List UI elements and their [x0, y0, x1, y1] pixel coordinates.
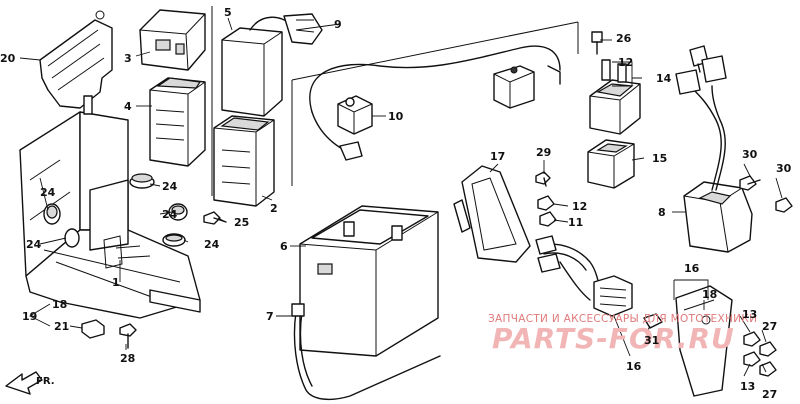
callout-labels: 20 3 4 5 2 9 10 6 7 24 24 24 24 24 25 1 … — [0, 6, 792, 401]
callout-8: 8 — [658, 206, 666, 219]
callout-17: 16 — [684, 262, 700, 275]
callout-22: 20 — [0, 52, 16, 65]
callout-3: 3 — [124, 52, 132, 65]
callout-31: 31 — [644, 334, 659, 347]
direction-label: FR. — [36, 376, 55, 387]
part-29-bolt — [535, 171, 551, 187]
part-1-battery-box-frame — [19, 95, 201, 319]
watermark-subtitle: ЗАПЧАСТИ И АКСЕССУАРЫ ДЛЯ МОТОТЕХНИКИ — [488, 313, 757, 325]
callout-24-d: 24 — [204, 238, 220, 251]
callout-14: 14 — [656, 72, 672, 85]
watermark: PARTS-FOR.RU ЗАПЧАСТИ И АКСЕССУАРЫ ДЛЯ М… — [488, 313, 757, 355]
callout-27-a: 27 — [762, 320, 777, 333]
part-5-unit — [221, 13, 323, 117]
part-28-bolt — [119, 323, 137, 349]
part-30-bolts — [739, 175, 793, 213]
callout-24-b: 24 — [40, 186, 56, 199]
part-6-battery — [299, 205, 439, 357]
callout-20: 18 — [52, 298, 67, 311]
front-direction-arrow: FR. — [5, 371, 55, 395]
callout-6: 6 — [280, 240, 288, 253]
callout-24-c: 24 — [162, 208, 178, 221]
callout-4: 4 — [124, 100, 132, 113]
callout-30-a: 30 — [742, 148, 758, 161]
callout-2: 2 — [270, 202, 278, 215]
part-16-connector — [593, 275, 633, 317]
watermark-logo: PARTS-FOR.RU — [492, 322, 735, 355]
callout-28: 28 — [120, 352, 135, 365]
callout-19: 17 — [490, 150, 505, 163]
part-24-rubber-cushions — [43, 173, 188, 248]
callout-11: 11 — [568, 216, 583, 229]
part-23-nut — [81, 319, 105, 339]
callout-15: 15 — [652, 152, 667, 165]
callout-27-b: 27 — [762, 388, 777, 401]
callout-25: 25 — [234, 216, 249, 229]
part-22-rubber-mat — [39, 10, 113, 109]
callout-13-a: 13 — [742, 308, 757, 321]
part-14-relay — [589, 59, 641, 135]
callout-24-a: 24 — [162, 180, 178, 193]
callout-10: 10 — [388, 110, 404, 123]
part-11-screw — [539, 211, 557, 227]
part-7-breather-tube — [291, 303, 441, 401]
callout-16: 16 — [626, 360, 642, 373]
callout-1: 1 — [112, 276, 120, 289]
callout-18: 18 — [702, 288, 717, 301]
part-3-cover — [139, 9, 206, 71]
part-18-cover — [675, 285, 733, 397]
part-4-control-module — [149, 77, 206, 167]
callout-9: 9 — [334, 18, 342, 31]
wire-harness — [535, 235, 601, 301]
part-15-relay-cover — [587, 139, 635, 189]
callout-23: 21 — [54, 320, 69, 333]
part-2-box — [213, 115, 275, 207]
callout-13-b: 13 — [740, 380, 755, 393]
callout-29: 29 — [536, 146, 551, 159]
part-19-case — [453, 165, 531, 263]
callout-24-e: 24 — [26, 238, 42, 251]
part-10-terminal — [337, 95, 373, 135]
callout-12-b: 12 — [572, 200, 587, 213]
part-13-27-hardware — [743, 331, 777, 377]
part-9-starter-cable — [291, 21, 579, 186]
callout-5: 5 — [224, 6, 232, 19]
callout-21: 19 — [22, 310, 37, 323]
callout-26: 26 — [616, 32, 632, 45]
part-31-grommet — [643, 313, 663, 329]
callout-7: 7 — [266, 310, 274, 323]
part-25-bolt — [203, 211, 227, 225]
callout-12-a: 12 — [618, 56, 633, 69]
part-12-screw — [537, 195, 555, 211]
leader-lines — [19, 17, 783, 377]
part-8-regulator — [675, 45, 753, 253]
callout-30-b: 30 — [776, 162, 792, 175]
part-26-bolt — [591, 31, 603, 55]
